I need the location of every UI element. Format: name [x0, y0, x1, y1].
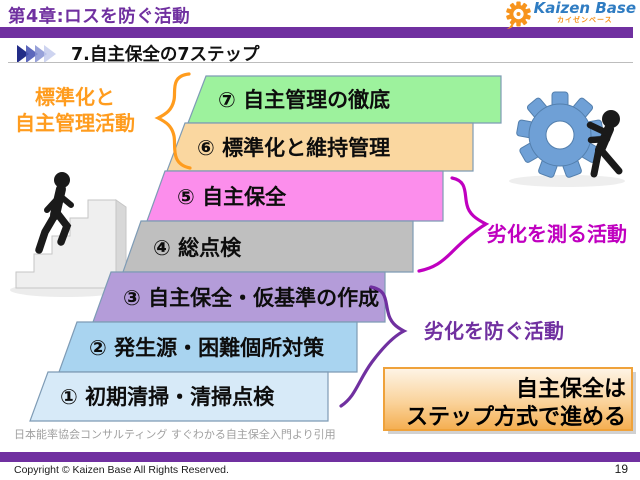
step-1-label: ① 初期清掃・清掃点検	[60, 385, 275, 409]
gear-icon	[516, 91, 604, 178]
step-2-bar	[58, 321, 358, 373]
step-3-bar	[92, 271, 386, 323]
chapter-title: 第4章:ロスを防ぐ活動	[8, 7, 191, 27]
callout-line1: 自主保全は	[516, 376, 626, 402]
section-title: 7.自主保全の7ステップ	[71, 45, 260, 65]
step-7-label: ⑦ 自主管理の徹底	[218, 88, 390, 112]
copyright-text: Copyright © Kaizen Base All Rights Reser…	[14, 464, 229, 476]
step-5-bar	[146, 170, 444, 222]
section-header: 7.自主保全の7ステップ	[16, 41, 260, 66]
step-4-bar	[122, 220, 414, 273]
step-3-label: ③ 自主保全・仮基準の作成	[123, 286, 379, 310]
logo-subtitle: カイゼンベース	[556, 16, 613, 24]
gear-pushing-figure	[509, 91, 625, 187]
section-underline	[8, 62, 633, 63]
left-group-brace	[154, 72, 192, 170]
step-5-label: ⑤ 自主保全	[177, 185, 287, 209]
footer-accent-bar	[0, 452, 640, 462]
page-number: 19	[614, 462, 628, 476]
chevron-arrows-icon	[17, 44, 56, 63]
step-1-bar	[29, 371, 329, 422]
callout-line2: ステップ方式で進める	[406, 404, 626, 430]
logo-gear-icon	[505, 1, 531, 29]
logo-name: Kaizen Base	[533, 0, 636, 17]
measure-group-brace	[417, 176, 490, 273]
stairs-climbing-figure	[10, 172, 127, 297]
climbing-person-icon	[35, 172, 74, 254]
measure-group-label: 劣化を測る活動	[487, 222, 627, 246]
pushing-person-icon	[586, 110, 623, 178]
callout-box: 自主保全は ステップ方式で進める	[383, 367, 636, 434]
step-6-bar	[166, 122, 474, 172]
prevent-group-brace	[339, 285, 408, 408]
citation-text: 日本能率協会コンサルティング すぐわかる自主保全入門より引用	[14, 427, 336, 441]
left-group-label-line1: 標準化と	[35, 85, 115, 109]
header-accent-bar	[0, 27, 633, 38]
step-7-bar	[187, 75, 502, 124]
left-group-label-line2: 自主管理活動	[15, 111, 135, 135]
kaizen-base-logo: Kaizen Base カイゼンベース	[505, 1, 636, 30]
prevent-group-label: 劣化を防ぐ活動	[424, 319, 564, 343]
step-6-label: ⑥ 標準化と維持管理	[197, 136, 390, 160]
step-2-label: ② 発生源・困難個所対策	[89, 336, 325, 360]
step-4-label: ④ 総点検	[153, 236, 242, 260]
